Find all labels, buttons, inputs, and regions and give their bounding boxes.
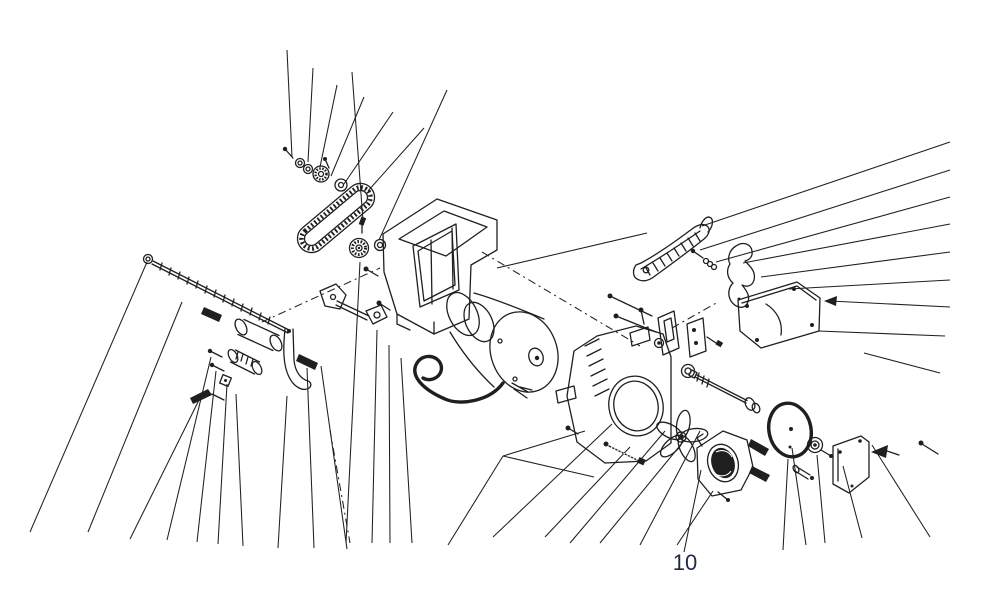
leader-lines-bottom-center [447,423,702,553]
leader-lines-right [699,141,951,374]
center-axis-lines [261,251,719,544]
leader-lines-top [286,49,648,269]
drive-ring [767,401,813,459]
mounting-panel [737,281,821,349]
motor-mount-frame [363,198,498,335]
callout-label-10: 10 [673,550,697,575]
handle-lever [632,216,714,282]
spring-and-screw [690,248,718,271]
arrow-icon [201,307,222,322]
bearing-assembly [792,436,833,480]
fan-shaft [680,363,761,414]
idler-assembly [142,253,388,404]
drive-belt [296,182,376,254]
motor-pulley [348,216,387,259]
leader-lines-bottom-left [29,261,413,550]
impeller-fan [656,409,709,463]
leader-lines-bottom-right [676,444,931,551]
fan-scroll-housing [696,430,754,502]
mounting-bracket-plate [832,435,939,494]
arrow-icon [748,439,769,456]
blower-housing [555,293,724,466]
direction-arrows [201,307,900,482]
arrow-icon [871,445,888,458]
arrowhead-icon [824,296,837,306]
electric-motor [413,291,559,404]
fastener-stack [282,146,348,192]
motor-wires [413,354,533,404]
cam-latch [726,242,756,308]
arrow-icon [749,466,770,482]
arrow-icon [296,354,318,370]
